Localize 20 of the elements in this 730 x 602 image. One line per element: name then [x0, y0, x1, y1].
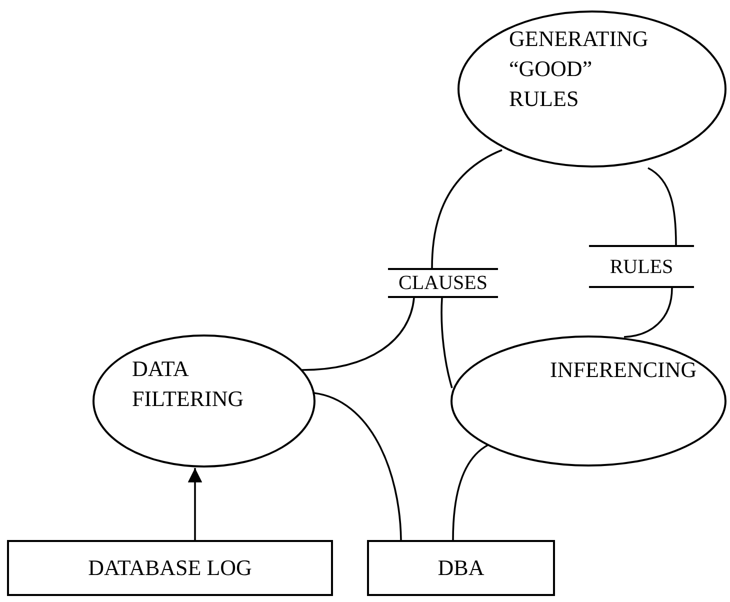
process-ellipse — [450, 335, 727, 467]
data-flow-line — [624, 288, 673, 338]
entity-box — [7, 540, 333, 596]
data-flow-line — [302, 298, 415, 371]
data-flow-line — [314, 392, 402, 540]
store-label: CLAUSES — [398, 273, 488, 293]
process-label: GENERATING “GOOD” RULES — [509, 25, 650, 113]
entity-box — [367, 540, 555, 596]
process-label: DATA FILTERING — [132, 355, 242, 413]
data-flow-line — [452, 444, 488, 540]
data-flow-line — [648, 167, 677, 245]
data-flow-line — [431, 149, 502, 268]
process-ellipse — [92, 334, 316, 468]
process-ellipse — [457, 10, 727, 168]
store-label: RULES — [610, 256, 674, 276]
arrow — [188, 468, 202, 540]
process-label: INFERENCING — [550, 356, 698, 384]
entity-label: DBA — [438, 557, 484, 579]
entity-label: DATABASE LOG — [88, 557, 252, 579]
data-flow-line — [440, 298, 453, 388]
